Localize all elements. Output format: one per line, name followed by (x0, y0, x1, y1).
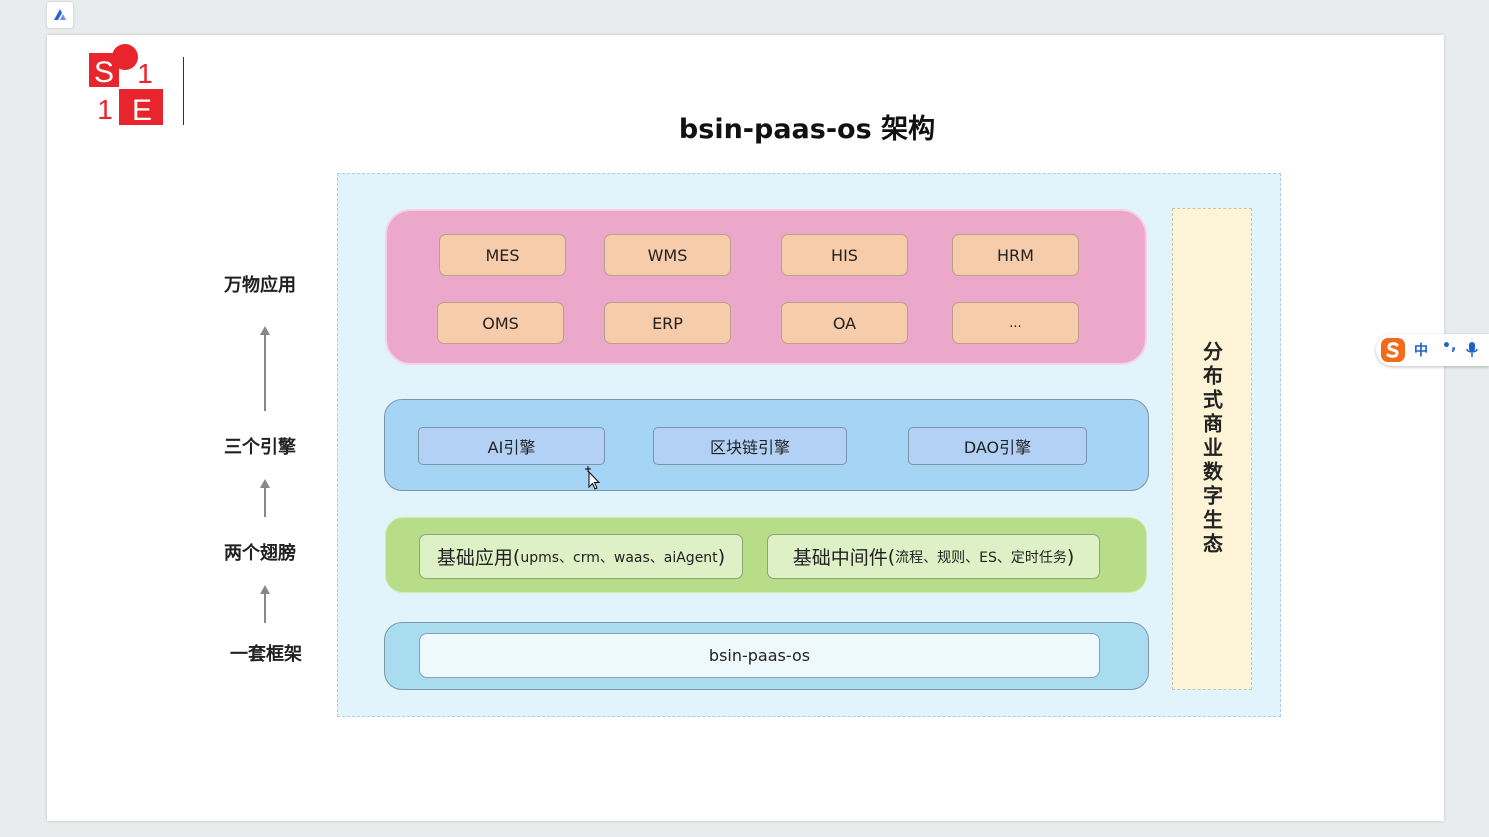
up-arrow-icon (260, 326, 270, 411)
wing-paren-open: ( (512, 545, 521, 568)
app-box: HRM (952, 234, 1079, 276)
engine-box: AI引擎 (418, 427, 605, 465)
engine-box: 区块链引擎 (653, 427, 847, 465)
label-wings: 两个翅膀 (224, 543, 296, 564)
wing-paren-close: ) (717, 545, 726, 568)
ime-mode-toggle[interactable]: 中 (1414, 343, 1428, 359)
wing-detail-label: upms、crm、waas、aiAgent (520, 549, 718, 566)
engine-box: DAO引擎 (908, 427, 1087, 465)
wing-paren-close: ) (1066, 545, 1075, 568)
s11e-logo: S 1 1 E (87, 41, 167, 127)
app-box: ERP (604, 302, 731, 344)
wing-main-label: 基础中间件 (792, 547, 888, 569)
wing-detail-label: 流程、规则、ES、定时任务 (895, 549, 1067, 566)
presentation-slide: S 1 1 E bsin-paas-os 架构 万物应用 三个引擎 两个翅膀 一… (47, 35, 1444, 821)
up-arrow-icon (260, 479, 270, 517)
wing-paren-open: ( (887, 545, 896, 568)
label-framework: 一套框架 (230, 644, 302, 665)
mouse-cursor-icon (585, 466, 600, 490)
wing-box-middleware: 基础中间件(流程、规则、ES、定时任务) (767, 534, 1100, 579)
ime-toolbar[interactable]: 中 •, (1376, 334, 1489, 366)
logo-letter-1a: 1 (137, 58, 153, 89)
app-box: HIS (781, 234, 908, 276)
logo-letter-s: S (94, 56, 114, 89)
logo-divider (183, 57, 184, 125)
logo-letter-1b: 1 (97, 94, 113, 125)
sogou-logo-icon[interactable] (1380, 337, 1406, 363)
wing-main-label: 基础应用 (436, 547, 513, 569)
app-box: WMS (604, 234, 731, 276)
logo-letter-e: E (132, 94, 152, 127)
ecosystem-label: 分布式商业数字生态 (1199, 341, 1224, 557)
framework-box: bsin-paas-os (419, 633, 1100, 678)
mic-icon[interactable] (1466, 342, 1478, 358)
diagram-title: bsin-paas-os 架构 (678, 114, 936, 145)
app-box: OA (781, 302, 908, 344)
app-box: MES (439, 234, 566, 276)
ime-punct-toggle[interactable]: •, (1442, 338, 1457, 354)
label-engines: 三个引擎 (224, 437, 296, 458)
wing-box-base-apps: 基础应用(upms、crm、waas、aiAgent) (419, 534, 743, 579)
label-apps: 万物应用 (224, 275, 296, 296)
up-arrow-icon (260, 585, 270, 623)
app-box: ... (952, 302, 1079, 344)
app-box: OMS (437, 302, 564, 344)
ecosystem-side-panel: 分布式商业数字生态 (1172, 208, 1252, 690)
app-launcher-icon[interactable] (47, 2, 73, 28)
